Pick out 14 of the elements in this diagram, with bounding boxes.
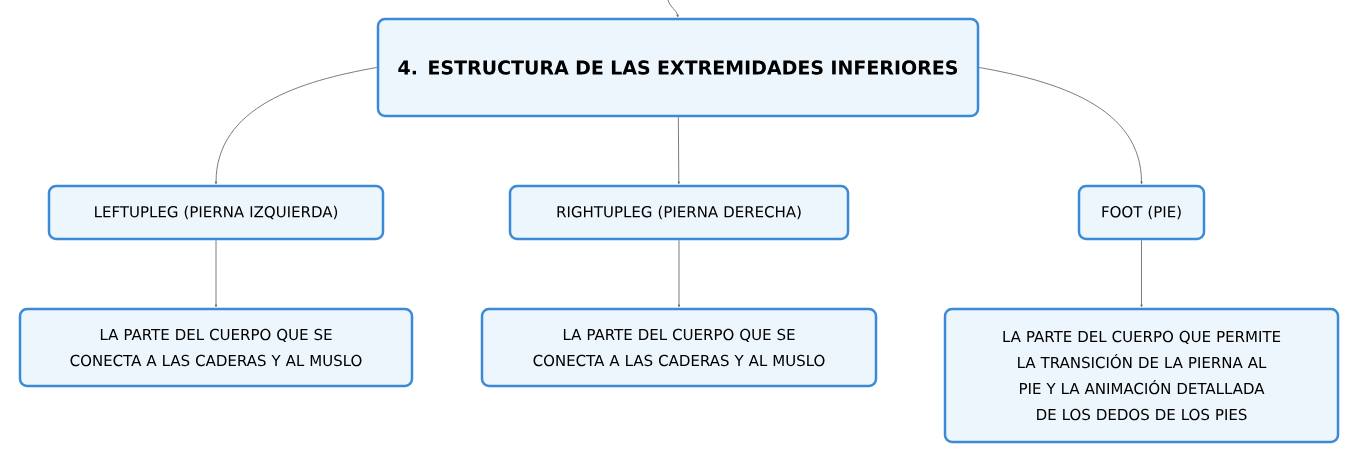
- arrow: [214, 67, 378, 185]
- topic-box: LA PARTE DEL CUERPO QUE SE CONECTA A LAS CADERAS Y AL MUSLO: [480, 307, 878, 388]
- topic-box: LA PARTE DEL CUERPO QUE PERMITE LA TRANSICIÓN DE LA PIERNA AL PIE Y LA ANIMACIÓN DETALLADA DE LOS DEDOS DE LOS PIES: [943, 307, 1340, 444]
- topic-box: FOOT (PIE): [1077, 184, 1206, 241]
- arrow: [1140, 239, 1143, 308]
- arrow: [677, 239, 681, 308]
- topic-box: RIGHTUPLEG (PIERNA DERECHA): [508, 184, 850, 241]
- arrow: [677, 116, 680, 185]
- title-box: 4. ESTRUCTURA DE LAS EXTREMIDADES INFERIORES: [376, 17, 980, 118]
- arrow: [978, 67, 1143, 185]
- arrow: [214, 239, 218, 308]
- arrow: [667, 0, 679, 18]
- topic-box: LEFTUPLEG (PIERNA IZQUIERDA): [47, 184, 385, 241]
- topic-box: LA PARTE DEL CUERPO QUE SE CONECTA A LAS CADERAS Y AL MUSLO: [18, 307, 414, 388]
